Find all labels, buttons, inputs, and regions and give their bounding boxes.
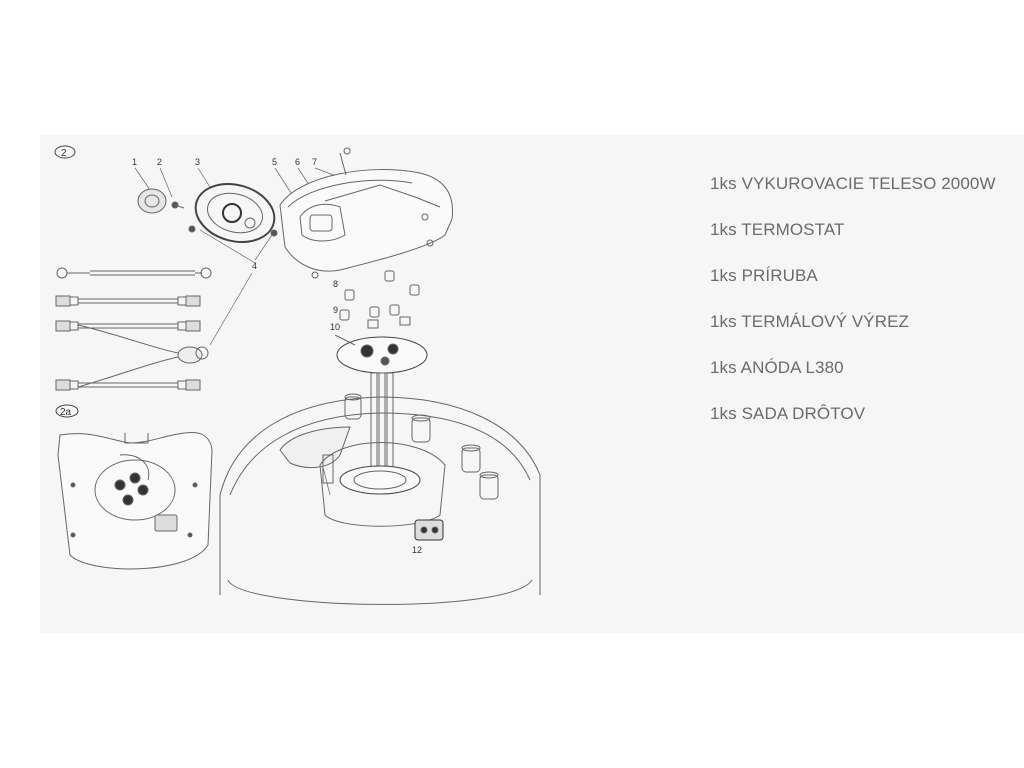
detail-view-2a: [57, 432, 213, 570]
svg-text:2a: 2a: [60, 407, 72, 418]
callout-5: 5: [272, 157, 277, 167]
boiler-tank: [219, 393, 541, 605]
grommet-part: [137, 188, 167, 214]
callout-2: 2: [157, 157, 162, 167]
parts-list-item: 1ks ANÓDA L380: [710, 358, 844, 377]
callout-4: 4: [252, 261, 257, 271]
parts-list-item: 1ks TERMOSTAT: [710, 220, 845, 239]
parts-list-item: 1ks PRÍRUBA: [710, 266, 818, 285]
parts-list-item: 1ks TERMÁLOVÝ VÝREZ: [710, 312, 910, 331]
parts-list-item: 1ks VYKUROVACIE TELESO 2000W: [710, 174, 996, 193]
section-label-2a: 2a: [55, 404, 79, 418]
heating-element-part: [334, 334, 428, 484]
section-label-2: 2: [54, 145, 76, 159]
exploded-diagram: 2 2a 1 2 3 4 5 6 7 8 9 10 11 12: [40, 135, 600, 633]
parts-list: 1ks VYKUROVACIE TELESO 2000W 1ks TERMOST…: [710, 173, 996, 449]
thermostat-cover-part: [188, 183, 278, 243]
screw-part: [171, 201, 185, 209]
callout-6: 6: [295, 157, 300, 167]
callout-7: 7: [312, 157, 317, 167]
wiring-harness: [55, 267, 212, 391]
callout-3: 3: [195, 157, 200, 167]
fasteners-part: [339, 270, 420, 329]
parts-list-item: 1ks SADA DRÔTOV: [710, 404, 866, 423]
callout-8: 8: [333, 279, 338, 289]
callout-9: 9: [333, 305, 338, 315]
callout-10: 10: [330, 322, 340, 332]
callout-12: 12: [412, 545, 422, 555]
svg-text:2: 2: [61, 148, 67, 159]
callout-1: 1: [132, 157, 137, 167]
top-cover-part: [279, 147, 454, 279]
content-panel: 2 2a 1 2 3 4 5 6 7 8 9 10 11 12: [40, 135, 1024, 633]
